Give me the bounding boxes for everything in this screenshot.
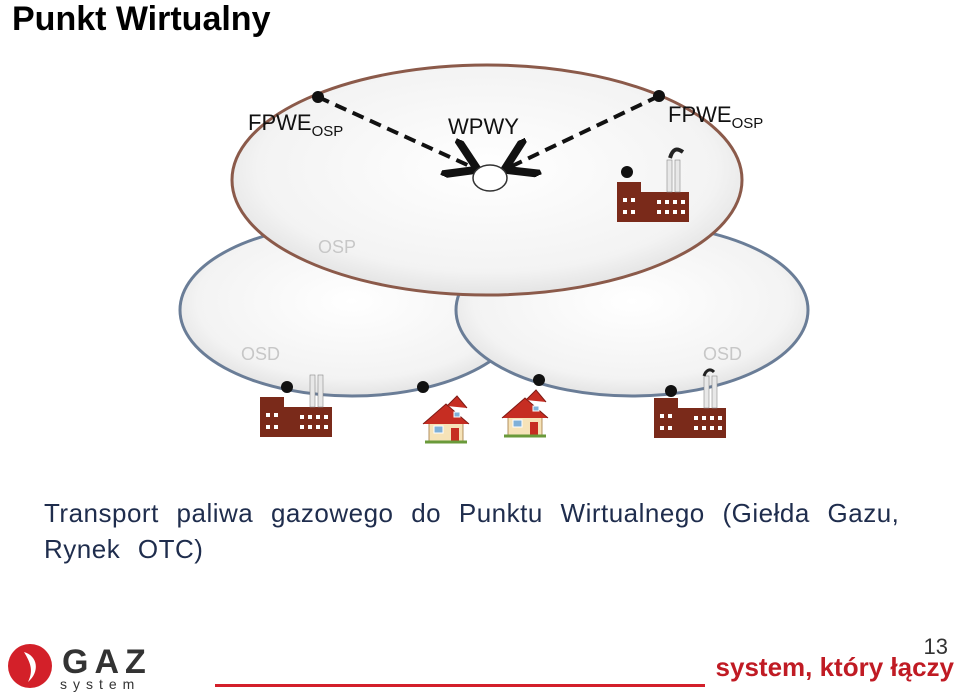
wpwy-label: WPWY: [448, 114, 519, 139]
dot-fpwe-right: [653, 90, 665, 102]
logo-sub-text: system: [60, 676, 141, 692]
virtual-point-diagram: OSP OSD OSD FPWEOSP WPWY FPWEOSP: [178, 63, 810, 444]
slogan: system, który łączy: [715, 652, 954, 682]
house-icon-2: [500, 388, 550, 438]
dot-osp-factory: [621, 166, 633, 178]
flame-icon: [8, 644, 52, 688]
dot-fpwe-left: [312, 91, 324, 103]
gaz-system-logo: GAZ: [8, 643, 152, 688]
factory-icon-osp: [616, 147, 690, 223]
osd-left-label: OSD: [241, 344, 280, 364]
osp-label: OSP: [318, 237, 356, 257]
fpwe-left-main: FPWE: [248, 110, 312, 135]
page-number: 13: [923, 634, 948, 659]
dot-osd-4: [665, 385, 677, 397]
virtual-point-node: [472, 164, 508, 192]
arrow-left: [317, 95, 474, 168]
factory-icon-osd-right: [653, 368, 727, 439]
caption-span: Transport paliwa gazowego do Punktu Wirt…: [44, 498, 900, 564]
fpwe-right-label: FPWEOSP: [668, 102, 763, 132]
footer-divider: [215, 684, 705, 687]
logo-brand: GAZ: [62, 643, 152, 681]
slide-title: Punkt Wirtualny: [12, 0, 271, 38]
fpwe-right-sub: OSP: [732, 115, 764, 132]
caption-text: Transport paliwa gazowego do Punktu Wirt…: [44, 495, 944, 567]
dot-osd-2: [417, 381, 429, 393]
dot-osd-1: [281, 381, 293, 393]
fpwe-left-sub: OSP: [312, 123, 344, 140]
arrow-right: [508, 94, 660, 168]
fpwe-left-label: FPWEOSP: [248, 110, 343, 140]
dot-osd-3: [533, 374, 545, 386]
house-icon-1: [421, 394, 471, 444]
osd-right-label: OSD: [703, 344, 742, 364]
fpwe-right-main: FPWE: [668, 102, 732, 127]
